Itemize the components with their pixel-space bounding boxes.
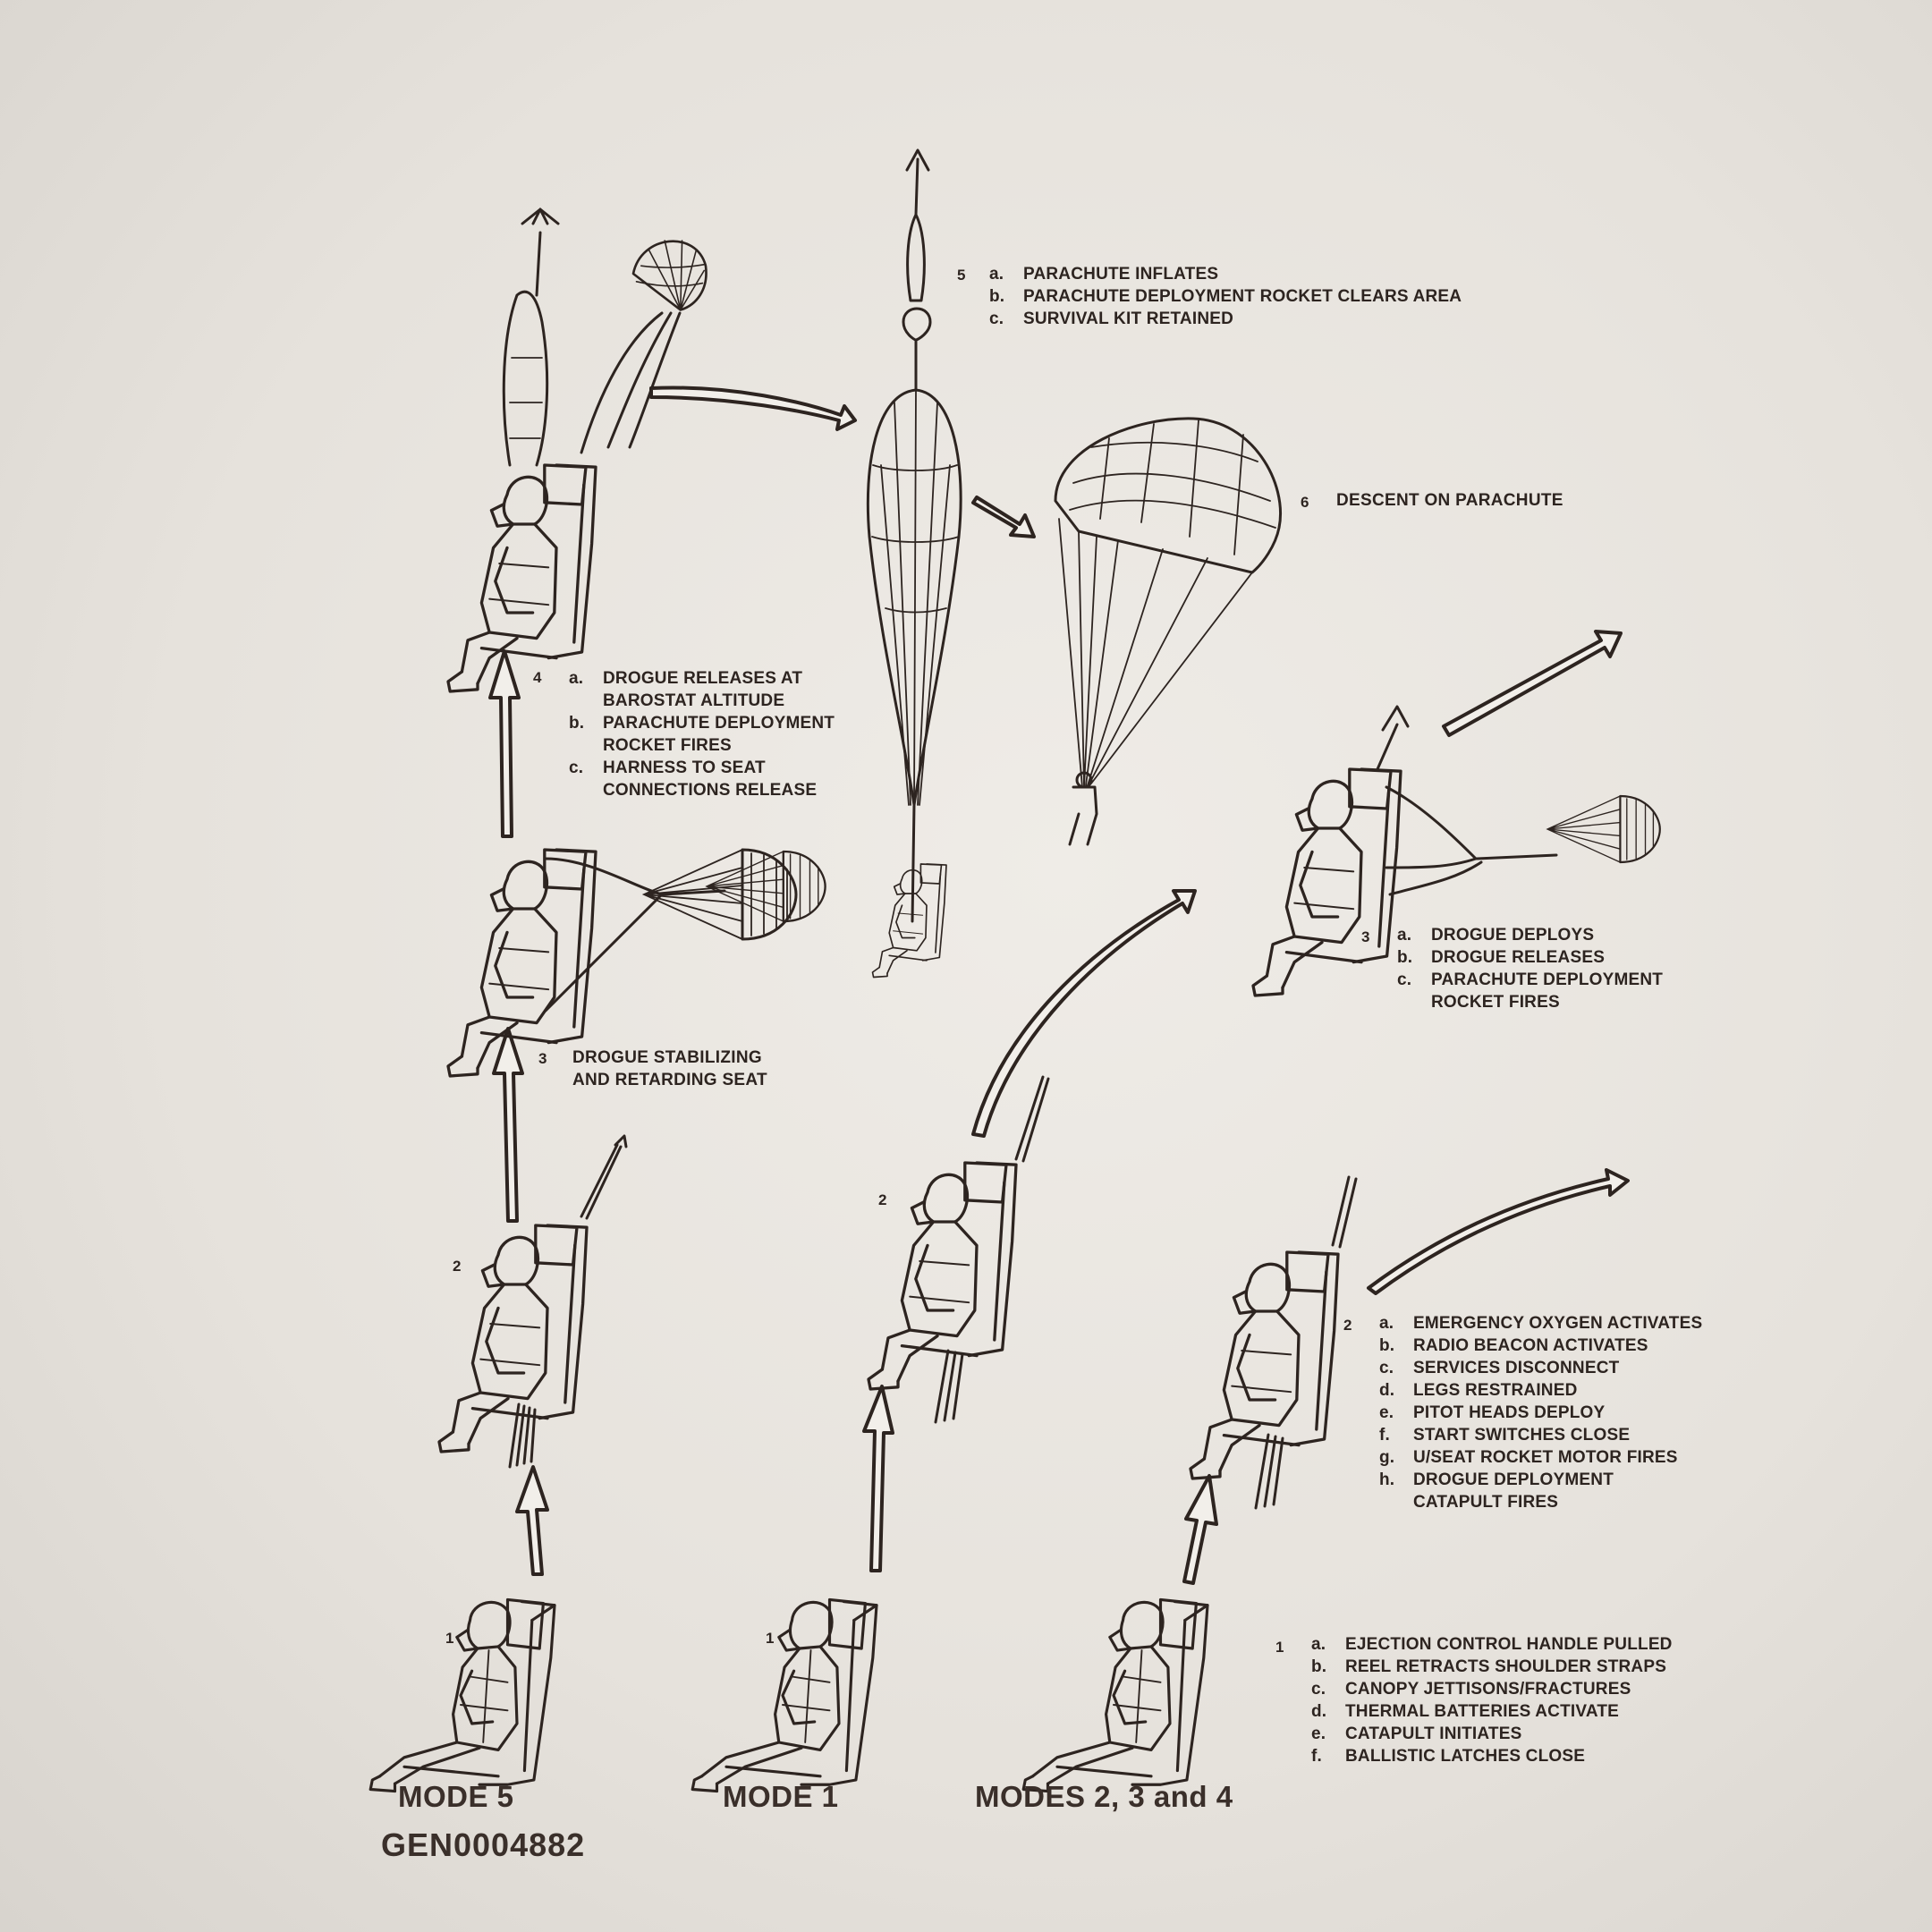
list-item: f.START SWITCHES CLOSE (1379, 1424, 1702, 1446)
stage6-text: DESCENT ON PARACHUTE (1336, 489, 1563, 512)
list-item: d.LEGS RESTRAINED (1379, 1379, 1702, 1402)
list-item: d.THERMAL BATTERIES ACTIVATE (1311, 1700, 1673, 1723)
reference-code: GEN0004882 (381, 1826, 585, 1864)
list-item: b.PARACHUTE DEPLOYMENT ROCKET CLEARS ARE… (989, 285, 1462, 308)
modes234-stage2-number: 2 (1343, 1317, 1352, 1335)
list-item: c.HARNESS TO SEAT CONNECTIONS RELEASE (569, 757, 835, 801)
stage6-number: 6 (1301, 494, 1309, 512)
modes234-stage1-list: a.EJECTION CONTROL HANDLE PULLED b.REEL … (1311, 1633, 1673, 1767)
mode5-stage3-number: 3 (538, 1050, 547, 1068)
mode5-stage4-number: 4 (533, 669, 541, 687)
mode5-stage2-number: 2 (453, 1258, 461, 1275)
list-item: e.PITOT HEADS DEPLOY (1379, 1402, 1702, 1424)
mode5-label: MODE 5 (398, 1780, 514, 1814)
mode1-label: MODE 1 (723, 1780, 839, 1814)
list-item: a.DROGUE RELEASES AT BAROSTAT ALTITUDE (569, 667, 835, 712)
list-item: b.PARACHUTE DEPLOYMENT ROCKET FIRES (569, 712, 835, 757)
modes234-label: MODES 2, 3 and 4 (975, 1780, 1233, 1814)
modes234-stage2-list: a.EMERGENCY OXYGEN ACTIVATES b.RADIO BEA… (1379, 1312, 1702, 1513)
mode1-stage2-number: 2 (878, 1191, 886, 1209)
list-item: a.EJECTION CONTROL HANDLE PULLED (1311, 1633, 1673, 1656)
modes234-stage3-list: a.DROGUE DEPLOYS b.DROGUE RELEASES c.PAR… (1397, 924, 1663, 1013)
inflating-parachute (868, 150, 961, 978)
list-item: a.DROGUE DEPLOYS (1397, 924, 1663, 946)
list-item: h.DROGUE DEPLOYMENT CATAPULT FIRES (1379, 1469, 1702, 1513)
stage5-number: 5 (957, 267, 965, 284)
mode1-stage1-number: 1 (766, 1630, 774, 1648)
mode5-stage3-line2: AND RETARDING SEAT (572, 1069, 767, 1091)
list-item: a.PARACHUTE INFLATES (989, 263, 1462, 285)
list-item: c.SERVICES DISCONNECT (1379, 1357, 1702, 1379)
stage5-list: a.PARACHUTE INFLATES b.PARACHUTE DEPLOYM… (989, 263, 1462, 330)
mode5-stage4-list: a.DROGUE RELEASES AT BAROSTAT ALTITUDE b… (569, 667, 835, 801)
list-item: c.SURVIVAL KIT RETAINED (989, 308, 1462, 330)
list-item: e.CATAPULT INITIATES (1311, 1723, 1673, 1745)
list-item: c.PARACHUTE DEPLOYMENT ROCKET FIRES (1397, 969, 1663, 1013)
list-item: b.REEL RETRACTS SHOULDER STRAPS (1311, 1656, 1673, 1678)
list-item: b.RADIO BEACON ACTIVATES (1379, 1335, 1702, 1357)
list-item: g.U/SEAT ROCKET MOTOR FIRES (1379, 1446, 1702, 1469)
list-item: b.DROGUE RELEASES (1397, 946, 1663, 969)
modes234-stage3-number: 3 (1361, 928, 1369, 946)
mode5-stage3-line1: DROGUE STABILIZING (572, 1046, 762, 1069)
list-item: f.BALLISTIC LATCHES CLOSE (1311, 1745, 1673, 1767)
list-item: a.EMERGENCY OXYGEN ACTIVATES (1379, 1312, 1702, 1335)
descent-parachute (1055, 419, 1281, 844)
mode5-stage1-number: 1 (445, 1630, 453, 1648)
modes234-stage1-number: 1 (1275, 1639, 1284, 1657)
list-item: c.CANOPY JETTISONS/FRACTURES (1311, 1678, 1673, 1700)
